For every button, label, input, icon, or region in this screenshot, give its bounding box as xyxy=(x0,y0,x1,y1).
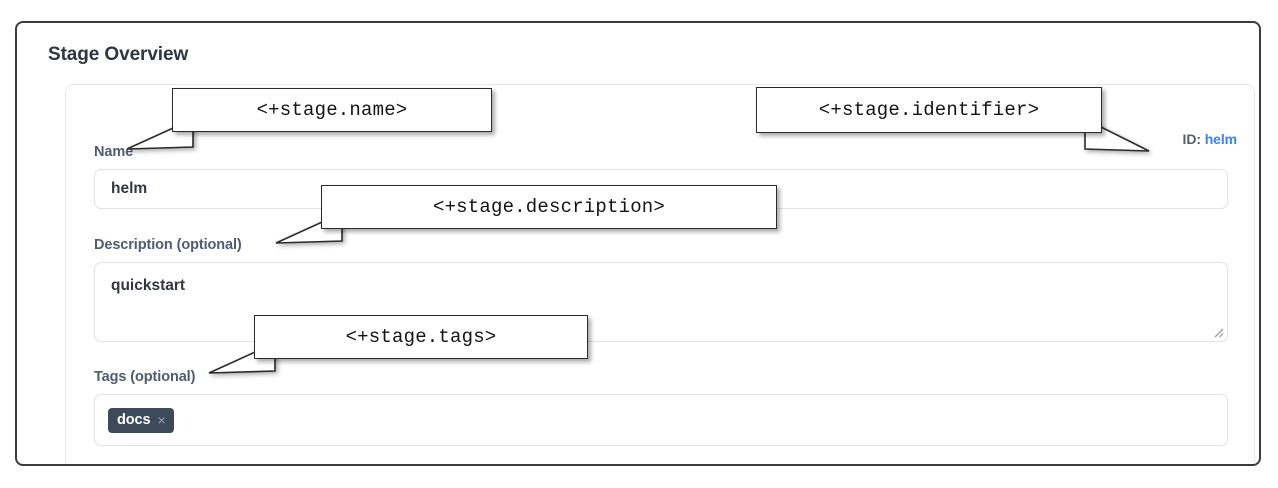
tags-field-label: Tags (optional) xyxy=(94,369,196,385)
tag-chip-docs[interactable]: docs × xyxy=(108,408,174,433)
annotation-stage-identifier: <+stage.identifier> xyxy=(756,87,1102,133)
screenshot-frame: Stage Overview ID: helm Name helm Descri… xyxy=(15,21,1261,466)
tag-label: docs xyxy=(117,412,151,428)
name-field-label: Name xyxy=(94,144,134,160)
annotation-stage-description: <+stage.description> xyxy=(321,185,777,229)
tags-input[interactable]: docs × xyxy=(94,394,1228,446)
description-value: quickstart xyxy=(111,277,186,294)
annotation-stage-name: <+stage.name> xyxy=(172,88,492,132)
description-field-label: Description (optional) xyxy=(94,237,242,253)
annotation-stage-tags: <+stage.tags> xyxy=(254,315,588,359)
id-value[interactable]: helm xyxy=(1204,131,1237,147)
id-label: ID: xyxy=(1182,131,1201,147)
resize-handle-icon[interactable] xyxy=(1211,325,1224,338)
stage-overview-card: ID: helm Name helm Description (optional… xyxy=(65,84,1255,464)
page-title: Stage Overview xyxy=(48,44,189,65)
tag-remove-icon[interactable]: × xyxy=(157,412,166,428)
stage-identifier-line: ID: helm xyxy=(1182,131,1238,147)
